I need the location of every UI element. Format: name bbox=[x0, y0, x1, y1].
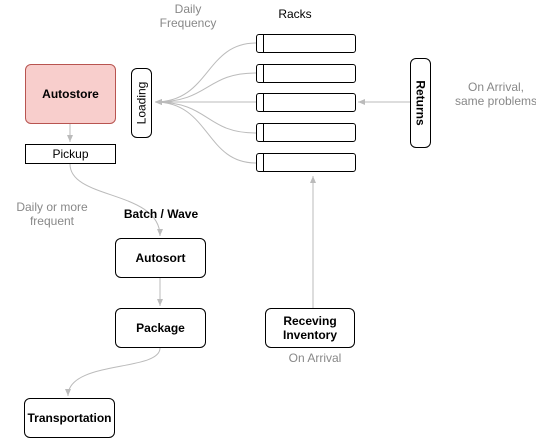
edge-rack4-loading bbox=[154, 99, 257, 134]
loading-label: Loading bbox=[134, 81, 149, 125]
daily-frequency-label: Daily Frequency bbox=[159, 2, 217, 30]
autosort-node: Autosort bbox=[115, 238, 206, 278]
edge-rack2-loading bbox=[154, 72, 257, 105]
rack-3 bbox=[256, 93, 356, 112]
returns-label: Returns bbox=[413, 80, 428, 126]
edge-pickup-autosort bbox=[69, 163, 163, 237]
rack-4 bbox=[256, 123, 356, 142]
racks-label: Racks bbox=[278, 7, 312, 21]
batch-wave-label: Batch / Wave bbox=[123, 207, 199, 221]
autostore-node: Autostore bbox=[25, 64, 116, 124]
on-arrival-receiving-label: On Arrival bbox=[288, 351, 342, 365]
edge-package-transportation bbox=[65, 347, 161, 397]
rack-5 bbox=[256, 153, 356, 172]
edge-rack1-loading bbox=[154, 42, 257, 105]
edge-rack5-loading bbox=[154, 99, 257, 164]
returns-node: Returns bbox=[410, 58, 431, 148]
rack-2 bbox=[256, 64, 356, 83]
loading-node: Loading bbox=[131, 68, 152, 138]
rack-1 bbox=[256, 34, 356, 53]
pickup-node: Pickup bbox=[25, 144, 116, 164]
daily-or-more-label: Daily or more frequent bbox=[16, 200, 88, 228]
receiving-inventory-node: Receving Inventory bbox=[265, 308, 355, 348]
package-node: Package bbox=[115, 308, 206, 348]
on-arrival-returns-label: On Arrival, same problems bbox=[454, 80, 536, 108]
transportation-node: Transportation bbox=[24, 398, 115, 438]
